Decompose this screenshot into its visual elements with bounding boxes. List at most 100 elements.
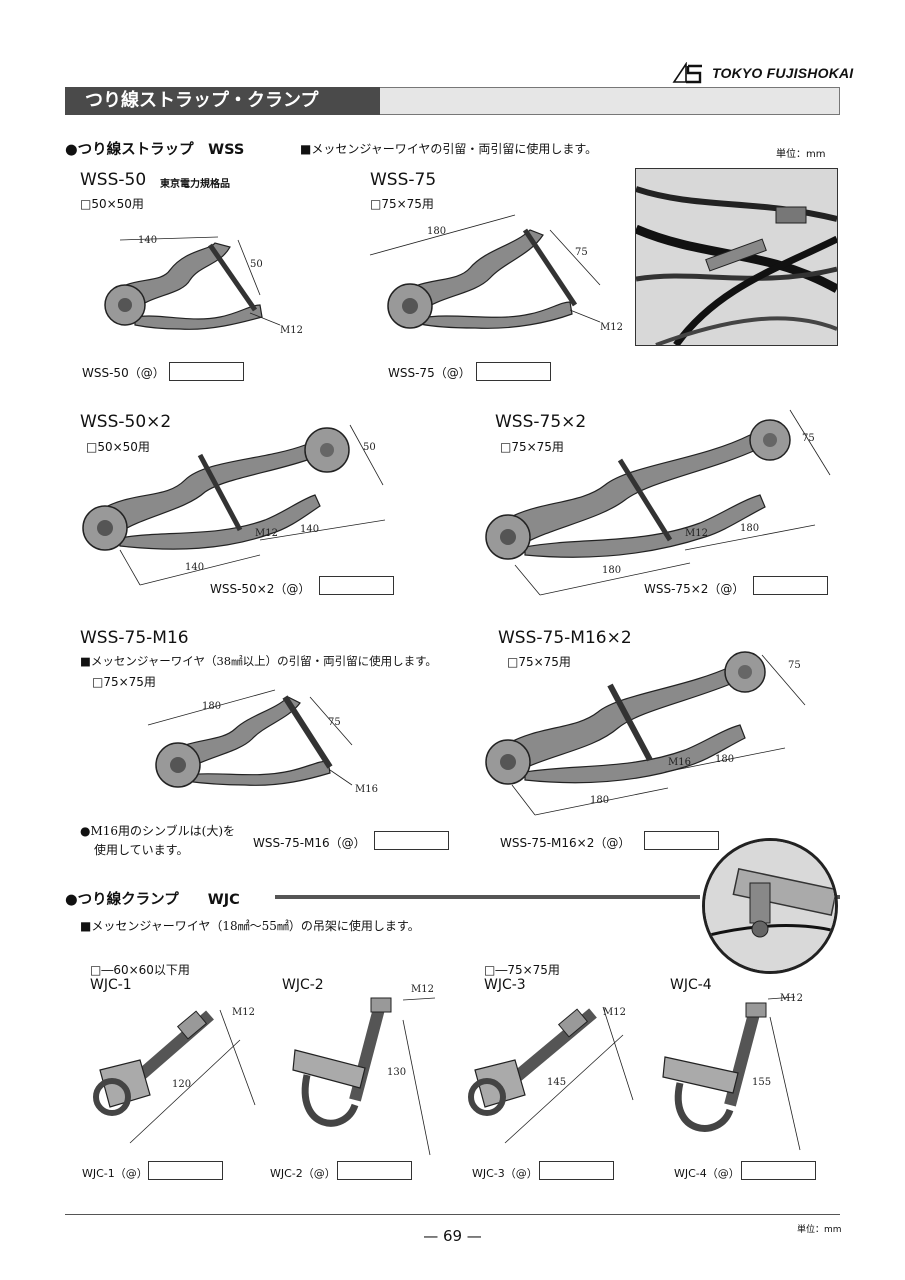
wss-75x2-size: □75×75用 xyxy=(500,440,564,454)
bolt-rod xyxy=(607,683,653,762)
wss-75-order-box[interactable] xyxy=(476,362,551,381)
wss-50-size: □50×50用 xyxy=(80,197,144,211)
wss-unit-label: 単位：mm xyxy=(776,149,826,160)
dim-bolt: M12 xyxy=(603,1007,626,1018)
wjc-4-order-label: WJC-4（@） xyxy=(674,1167,740,1180)
strap-body xyxy=(504,434,766,558)
dim-bolt: M16 xyxy=(355,784,378,795)
wss-75-m16x2-order-box[interactable] xyxy=(644,831,719,850)
strap-body xyxy=(393,229,573,329)
clamp-closeup-photo xyxy=(702,838,838,974)
dim-length: 130 xyxy=(387,1067,406,1078)
fujishokai-logo-icon xyxy=(672,62,702,84)
wss-50x2-model: WSS-50×2 xyxy=(80,412,172,432)
wss-50-drawing: 140 50 M12 xyxy=(104,235,303,336)
wjc-1-drawing: M12 120 xyxy=(93,1007,256,1144)
wjc-usage-note: ■メッセンジャーワイヤ（18㎟～55㎟）の吊架に使用します。 xyxy=(80,919,420,933)
wss-50x2-order-label: WSS-50×2（@） xyxy=(210,582,311,596)
wjc-3-order-label: WJC-3（@） xyxy=(472,1167,538,1180)
dim-length-upper: 140 xyxy=(300,524,319,535)
dim-bolt: M12 xyxy=(411,984,434,995)
dim-bolt: M16 xyxy=(668,757,691,768)
clamp-closeup-illustration xyxy=(705,841,835,971)
hook xyxy=(93,1078,131,1116)
wss-75x2-order-box[interactable] xyxy=(753,576,828,595)
wjc-1-order-label: WJC-1（@） xyxy=(82,1167,148,1180)
footer-unit-label: 単位：mm xyxy=(797,1225,842,1235)
wss-75-model: WSS-75 xyxy=(370,170,437,190)
wss-50x2-order-box[interactable] xyxy=(319,576,394,595)
nut xyxy=(745,1002,767,1018)
dim-length-lower: 180 xyxy=(602,565,621,576)
bolt-rod xyxy=(207,243,258,312)
wss-50x2-drawing: 50 M12 140 140 xyxy=(82,424,386,586)
wjc-3-order-box[interactable] xyxy=(539,1161,614,1180)
bolt-rod xyxy=(522,228,578,307)
nut xyxy=(176,1010,208,1040)
clamp-saddle xyxy=(662,1056,739,1094)
u-hook xyxy=(674,1082,734,1132)
dim-length: 180 xyxy=(427,226,446,237)
wss-75-m16-footnote-1: ●M16用のシンブルは(大)を xyxy=(80,824,236,838)
strap-body xyxy=(99,444,321,550)
wss-75-m16-note: ■メッセンジャーワイヤ（38㎟以上）の引留・両引留に使用します。 xyxy=(80,654,437,668)
wss-50-badge: 東京電力規格品 xyxy=(160,179,230,190)
nut xyxy=(557,1008,589,1038)
dim-bolt: M12 xyxy=(780,993,803,1004)
wss-50x2-size: □50×50用 xyxy=(86,440,150,454)
wjc-size-group-2: □―75×75用 xyxy=(484,963,560,977)
wss-75-m16-size: □75×75用 xyxy=(92,675,156,689)
wss-usage-note: ■メッセンジャーワイヤの引留・両引留に使用します。 xyxy=(300,142,598,156)
dim-bolt: M12 xyxy=(232,1007,255,1018)
wjc-2-drawing: M12 130 xyxy=(292,984,436,1156)
wss-75x2-drawing: 75 M12 180 180 xyxy=(485,409,831,596)
wjc-4-model: WJC-4 xyxy=(670,977,712,993)
dim-length: 120 xyxy=(172,1079,191,1090)
dim-width: 50 xyxy=(363,442,376,453)
logo-text: TOKYO FUJISHOKAI xyxy=(712,65,854,81)
wss-75-m16x2-order-label: WSS-75-M16×2（@） xyxy=(500,836,631,850)
wjc-2-model: WJC-2 xyxy=(282,977,324,993)
dim-width: 75 xyxy=(575,247,588,258)
u-hook xyxy=(301,1074,359,1127)
wss-75-m16-drawing: 180 75 M16 xyxy=(147,689,378,795)
dim-length: 145 xyxy=(547,1077,566,1088)
footer-rule xyxy=(65,1214,840,1215)
wss-75-m16-order-box[interactable] xyxy=(374,831,449,850)
wss-heading: ●つり線ストラップ WSS xyxy=(65,142,245,158)
wss-75-m16x2-size: □75×75用 xyxy=(507,655,571,669)
wss-50-order-box[interactable] xyxy=(169,362,244,381)
installation-photo xyxy=(635,168,838,346)
wjc-size-group-1: □―60×60以下用 xyxy=(90,963,190,977)
wjc-4-order-box[interactable] xyxy=(741,1161,816,1180)
dim-length-lower: 180 xyxy=(590,795,609,806)
dim-bolt: M12 xyxy=(255,528,278,539)
dim-length-lower: 140 xyxy=(185,562,204,573)
wjc-heading-rule xyxy=(275,895,700,899)
strap-body xyxy=(504,665,746,784)
wss-75-m16-model: WSS-75-M16 xyxy=(80,628,189,648)
wjc-1-model: WJC-1 xyxy=(90,977,132,993)
wjc-2-order-box[interactable] xyxy=(337,1161,412,1180)
wjc-3-drawing: M12 145 xyxy=(468,1006,634,1144)
nut xyxy=(370,997,392,1013)
dim-width: 75 xyxy=(788,660,801,671)
wss-75-m16x2-model: WSS-75-M16×2 xyxy=(498,628,632,648)
bolt-rod xyxy=(617,458,673,542)
cable-photo-illustration xyxy=(636,169,837,345)
wjc-2-order-label: WJC-2（@） xyxy=(270,1167,336,1180)
wss-75x2-model: WSS-75×2 xyxy=(495,412,587,432)
dim-bolt: M12 xyxy=(685,528,708,539)
wss-50-order-label: WSS-50（@） xyxy=(82,366,165,380)
wss-50-model: WSS-50 xyxy=(80,170,147,190)
page-title: つり線ストラップ・クランプ xyxy=(65,87,380,115)
dim-width: 50 xyxy=(250,259,263,270)
dim-bolt: M12 xyxy=(280,325,303,336)
dim-bolt: M12 xyxy=(600,322,623,333)
dim-length-upper: 180 xyxy=(740,523,759,534)
wss-75-size: □75×75用 xyxy=(370,197,434,211)
dim-width: 75 xyxy=(328,717,341,728)
wjc-4-drawing: M12 155 xyxy=(662,993,803,1151)
wjc-1-order-box[interactable] xyxy=(148,1161,223,1180)
wjc-3-model: WJC-3 xyxy=(484,977,526,993)
